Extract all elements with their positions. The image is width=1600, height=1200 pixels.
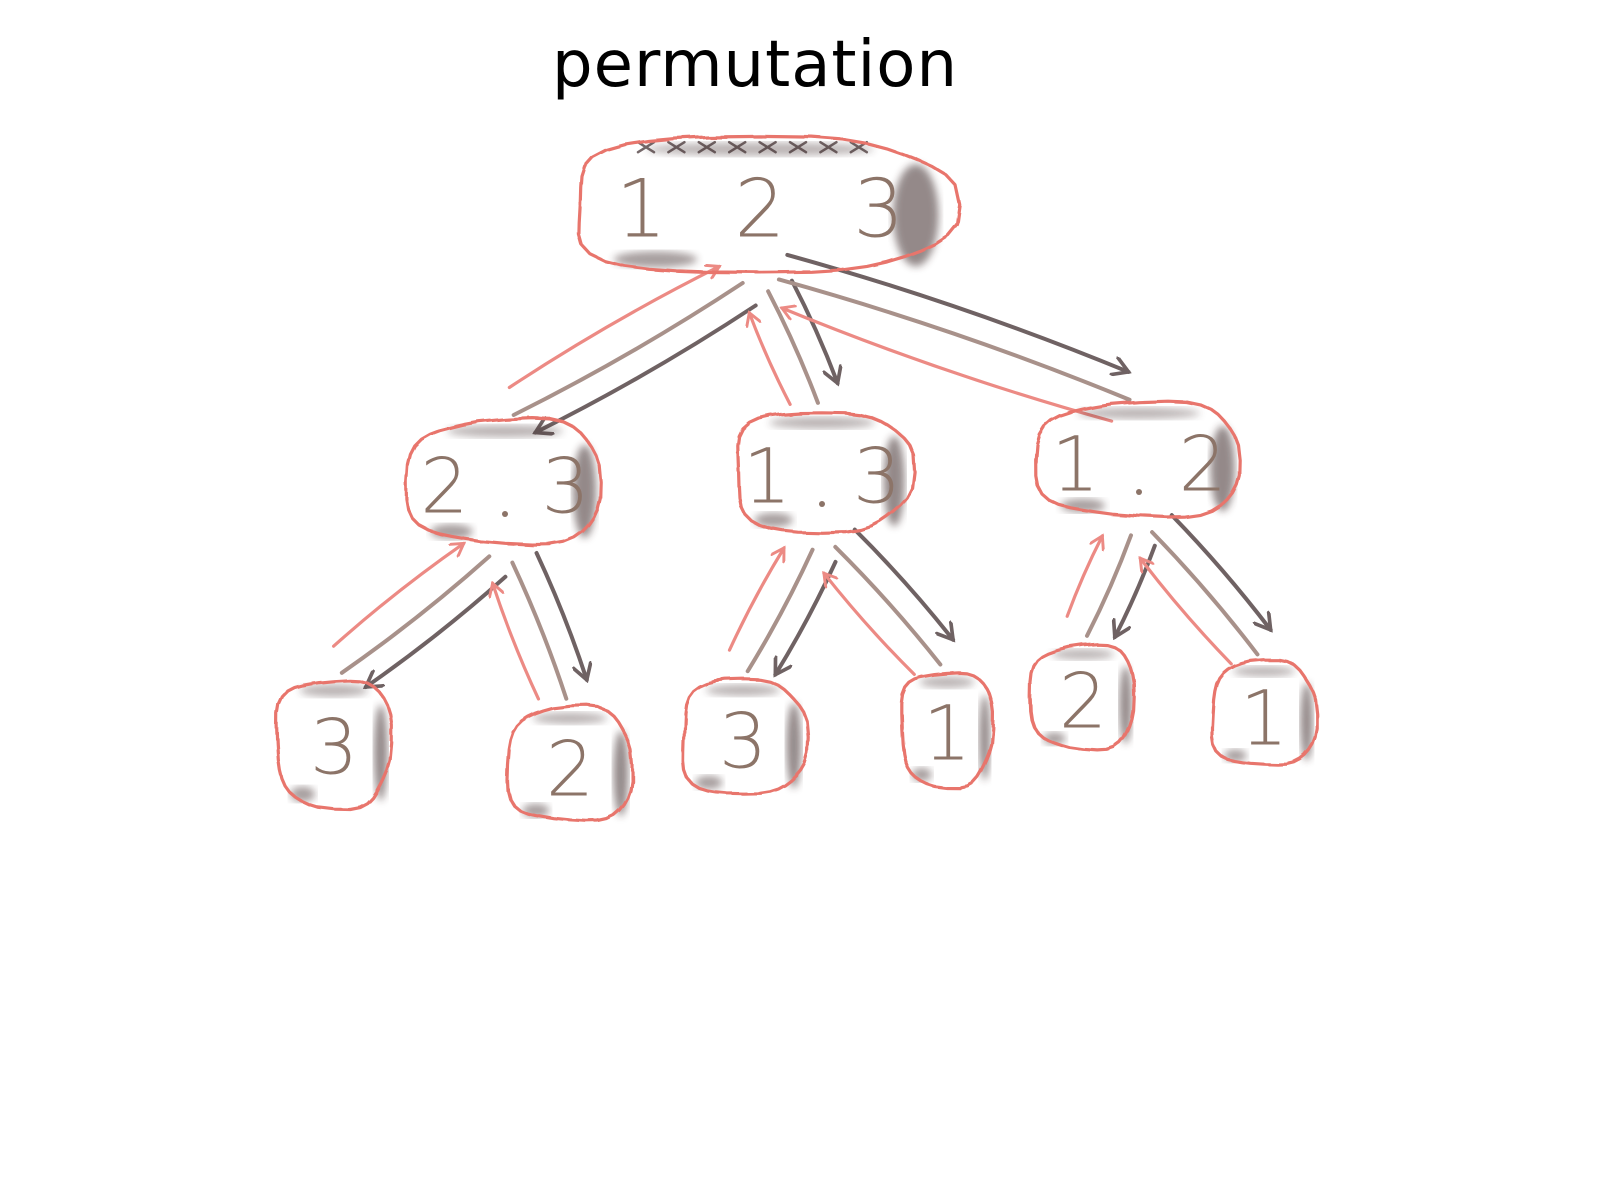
node-outline: [1210, 658, 1319, 767]
down-arrow: [785, 252, 1128, 372]
diagram-title: permutation: [552, 28, 958, 102]
pass-line: [339, 554, 492, 675]
node-shading: [613, 730, 629, 817]
node-digit: 1: [923, 689, 971, 778]
pass-line: [776, 277, 1132, 402]
return-arrow: [331, 543, 464, 648]
leaf-node: 3: [682, 677, 810, 795]
tree-edges: [331, 252, 1271, 701]
return-arrow: [493, 583, 541, 701]
node-digit: 2: [735, 163, 786, 256]
leaf-node: 2: [1028, 642, 1136, 752]
node-digit: 2: [1059, 657, 1107, 746]
node-shading: [1210, 425, 1235, 512]
node-outline: [736, 411, 917, 535]
return-arrow: [507, 266, 719, 390]
pass-line: [1085, 533, 1133, 638]
node-digit: 2: [546, 725, 594, 814]
node-shading: [769, 416, 875, 429]
node-digit: 3: [541, 442, 589, 531]
node-outline: [275, 678, 394, 812]
down-arrow: [534, 551, 587, 680]
node-digit: 1: [1051, 420, 1099, 509]
leaf-node: 3: [275, 678, 394, 812]
node-digit: 3: [853, 163, 904, 256]
leaf-node: 1: [899, 671, 996, 790]
node-shading: [646, 142, 874, 157]
return-arrow: [1065, 536, 1102, 618]
down-arrow: [366, 574, 508, 687]
down-arrow: [852, 527, 953, 640]
node-digit: 3: [310, 703, 358, 792]
node-digit: 1: [1240, 674, 1288, 763]
node-shading: [919, 676, 975, 688]
node-shading: [613, 251, 698, 268]
return-arrow: [824, 573, 916, 676]
leaf-node: 1: [1210, 658, 1319, 767]
down-arrow: [535, 303, 758, 433]
node-shading: [754, 512, 793, 528]
down-arrow: [1115, 543, 1157, 637]
node-shading: [883, 436, 905, 526]
node-outline: [505, 704, 634, 823]
return-arrow: [782, 308, 1114, 423]
node-digit: 1: [616, 163, 667, 256]
node-digit: 2: [420, 442, 468, 531]
node-shading: [1232, 666, 1296, 677]
pass-line: [745, 547, 815, 674]
node-shading: [1051, 649, 1115, 660]
node-outline: [1034, 399, 1242, 520]
pass-line: [833, 544, 943, 667]
pass-line: [1150, 530, 1260, 657]
pass-line: [766, 289, 820, 405]
leaf-node: 2: [505, 704, 634, 823]
node-digit: 2: [1179, 420, 1227, 509]
digit-separator: [502, 511, 508, 517]
node-digit: 3: [853, 432, 901, 521]
node-shading: [446, 424, 564, 438]
node-shading: [532, 712, 608, 724]
return-arrow: [749, 313, 792, 406]
node-shading: [893, 164, 939, 267]
return-arrow: [1140, 558, 1233, 666]
node-shading: [705, 684, 781, 696]
node-shading: [1300, 682, 1313, 761]
node-outline: [405, 416, 603, 547]
node-shading: [695, 775, 723, 790]
down-arrow: [789, 278, 838, 383]
digit-separator: [819, 501, 825, 507]
down-arrow: [1169, 513, 1271, 630]
return-arrow: [727, 548, 786, 652]
digit-separator: [1136, 489, 1142, 495]
node-shading: [299, 684, 369, 697]
node-outline: [899, 671, 996, 790]
node-shading: [1077, 407, 1201, 419]
node-shading: [786, 702, 802, 789]
pass-line: [511, 280, 745, 418]
node-shading: [572, 444, 597, 538]
node-outline: [682, 677, 810, 795]
node-digit: 3: [719, 697, 767, 786]
node-digit: 1: [743, 432, 791, 521]
node-outline: [577, 134, 962, 274]
pass-line: [510, 560, 569, 701]
node-outline: [1028, 642, 1136, 752]
